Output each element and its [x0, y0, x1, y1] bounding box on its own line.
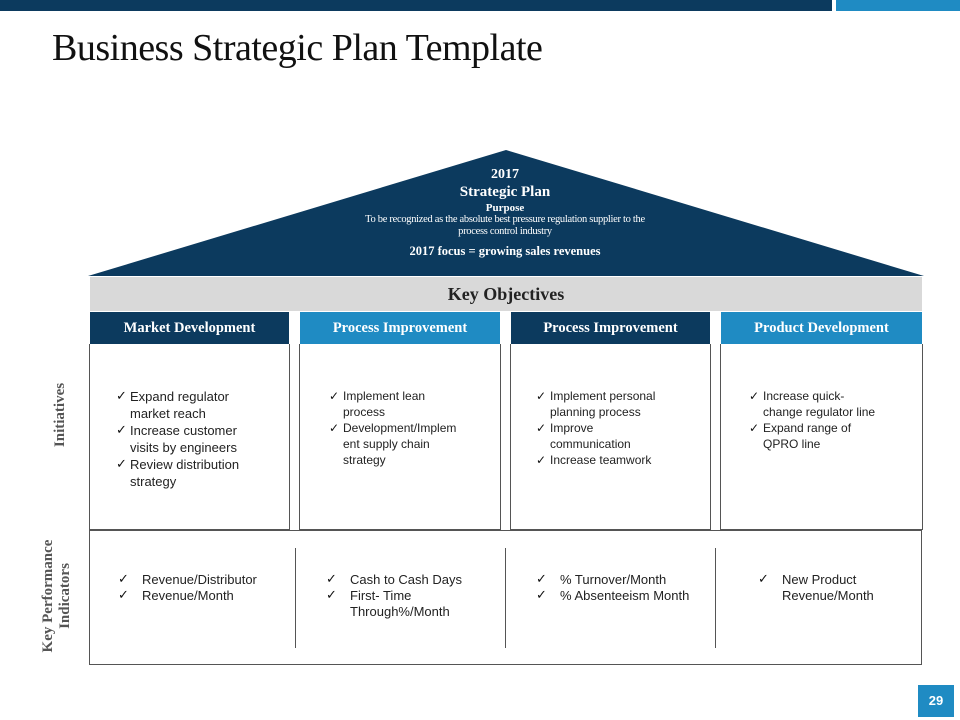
roof-year: 2017 — [491, 167, 519, 182]
kpi-item: % Absenteeism Month — [536, 588, 711, 604]
key-objectives-band: Key Objectives — [90, 277, 922, 311]
top-accent-bar-light — [836, 0, 960, 11]
initiative-item: Increase quick-change regulator line — [749, 388, 919, 420]
initiative-item: Increase teamwork — [536, 452, 706, 468]
kpi-item: Cash to Cash Days — [326, 572, 501, 588]
column-header-2: Process Improvement — [300, 312, 500, 344]
slide-title: Business Strategic Plan Template — [52, 27, 543, 69]
kpi-divider — [505, 548, 506, 648]
top-accent-bar-dark — [0, 0, 832, 11]
roof-focus: 2017 focus = growing sales revenues — [409, 244, 601, 258]
roof-purpose-line-2: process control industry — [458, 226, 552, 237]
kpi-box — [89, 530, 922, 665]
column-header-1: Market Development — [90, 312, 289, 344]
kpi-list-2: Cash to Cash Days First- TimeThrough%/Mo… — [326, 572, 501, 620]
initiatives-list-4: Increase quick-change regulator line Exp… — [749, 388, 919, 452]
kpi-divider — [715, 548, 716, 648]
page-number: 29 — [918, 685, 954, 717]
kpi-item: Revenue/Distributor — [118, 572, 290, 588]
initiative-item: Development/Implement supply chainstrate… — [329, 420, 497, 468]
roof-purpose-label: Purpose — [485, 202, 525, 214]
roof-purpose-line-1: To be recognized as the absolute best pr… — [365, 214, 645, 225]
roof-text: 2017 Strategic Plan Purpose To be recogn… — [300, 166, 710, 259]
column-header-3: Process Improvement — [511, 312, 710, 344]
kpi-item: % Turnover/Month — [536, 572, 711, 588]
kpi-divider — [295, 548, 296, 648]
kpi-list-3: % Turnover/Month % Absenteeism Month — [536, 572, 711, 604]
initiatives-side-label: Initiatives — [52, 382, 68, 448]
roof-plan-title: Strategic Plan — [459, 184, 551, 200]
kpi-list-1: Revenue/Distributor Revenue/Month — [118, 572, 290, 604]
column-header-4: Product Development — [721, 312, 922, 344]
kpi-item: Revenue/Month — [118, 588, 290, 604]
roof-triangle — [88, 150, 924, 276]
strategic-plan-roof — [88, 150, 924, 276]
